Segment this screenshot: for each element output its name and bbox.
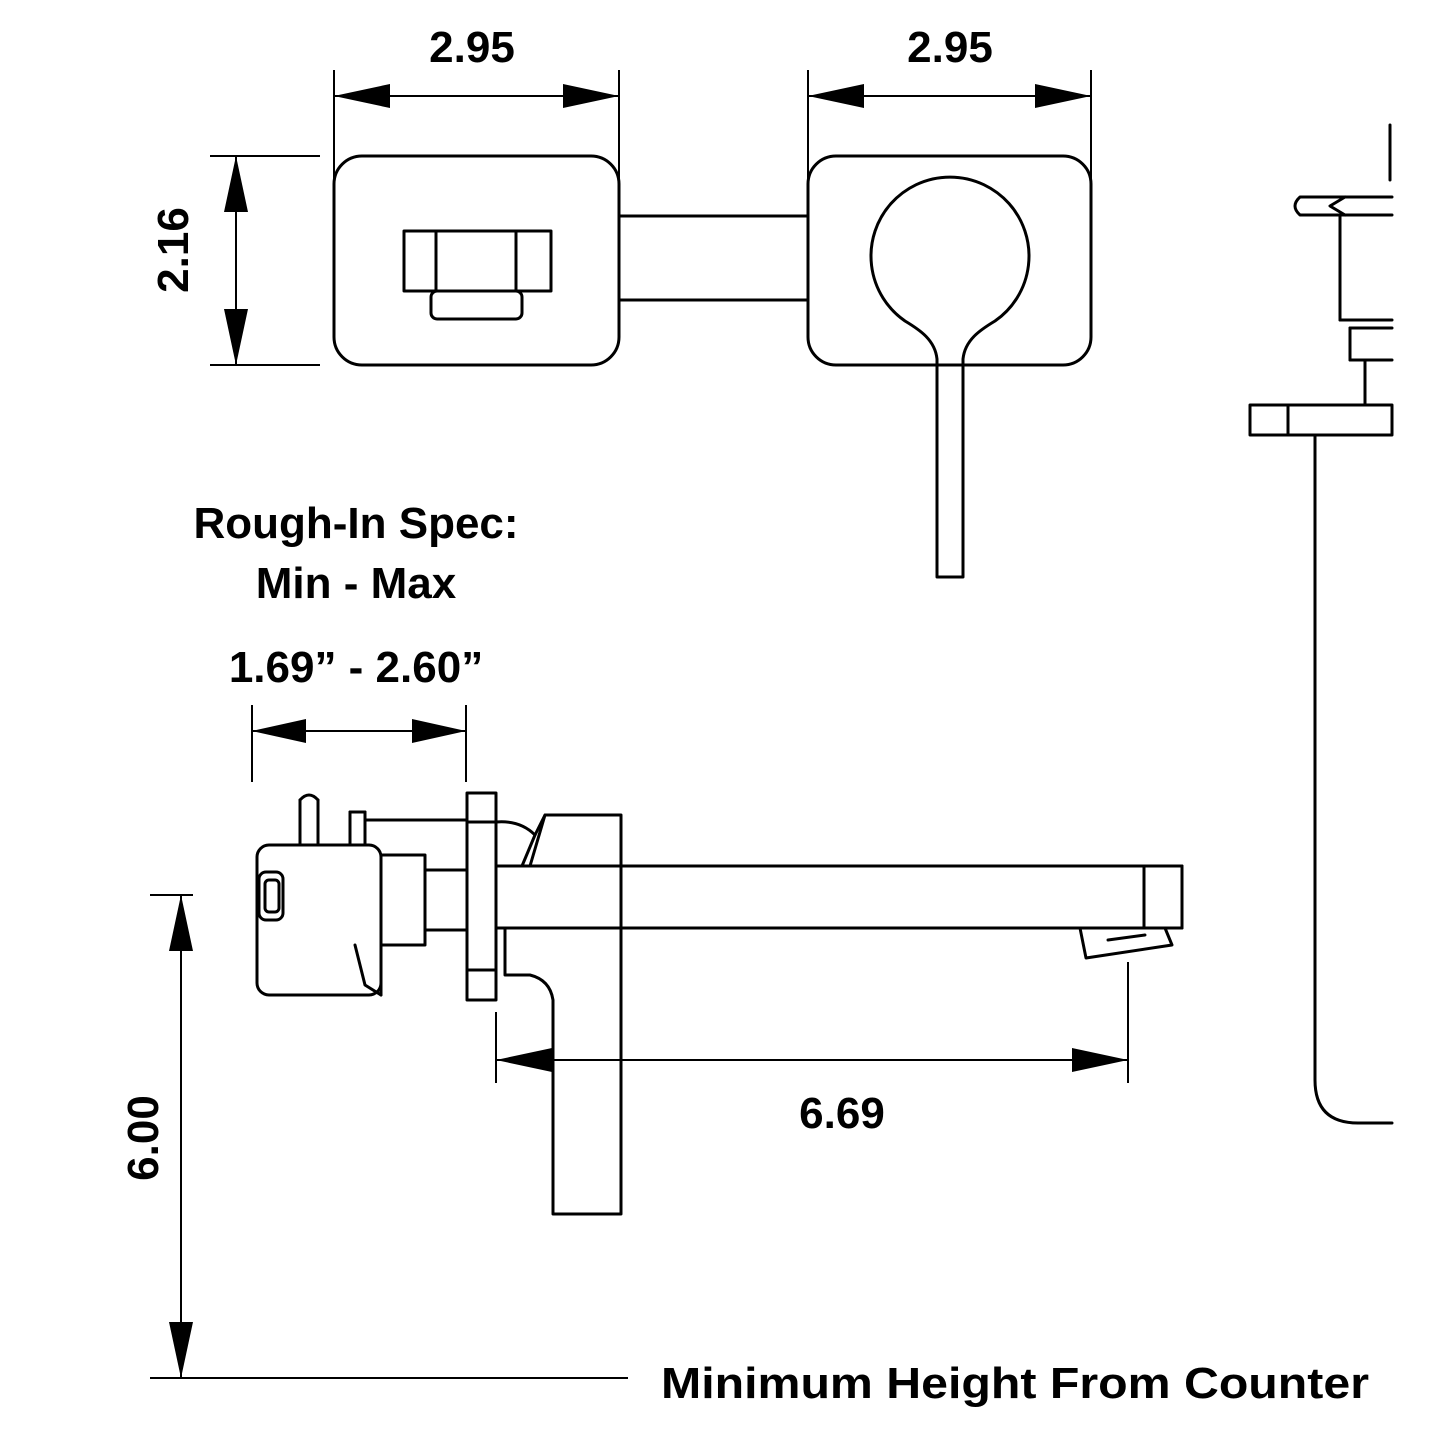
spout-outlet-icon	[402, 229, 553, 321]
footer-label: Minimum Height From Counter	[661, 1359, 1369, 1408]
partial-side-view	[1248, 123, 1394, 1125]
dimension-min-height	[150, 894, 628, 1379]
wall-flange	[465, 791, 498, 1002]
spout	[494, 864, 1184, 960]
label-right-plate-width: 2.95	[907, 23, 993, 72]
rough-in-heading-line2: Min - Max	[256, 559, 457, 608]
left-cover-plate	[332, 154, 621, 367]
dimension-rough-in	[251, 705, 467, 782]
label-min-height: 6.00	[119, 1095, 168, 1181]
front-view	[210, 70, 1093, 579]
side-view	[150, 705, 1184, 1379]
dimension-spout-reach	[495, 962, 1129, 1083]
handle-lever-icon	[869, 175, 1031, 579]
label-left-plate-width: 2.95	[429, 23, 515, 72]
handle-side	[494, 813, 623, 1216]
dimension-right-plate-width	[807, 70, 1092, 182]
label-plate-height: 2.16	[149, 207, 198, 293]
dimension-plate-height	[210, 155, 320, 366]
valve-body	[255, 793, 469, 997]
dimension-left-plate-width	[333, 70, 620, 182]
rough-in-range: 1.69” - 2.60”	[229, 643, 483, 692]
rough-in-heading-line1: Rough-In Spec:	[193, 499, 518, 548]
right-cover-plate	[806, 154, 1093, 367]
label-spout-reach: 6.69	[799, 1089, 885, 1138]
